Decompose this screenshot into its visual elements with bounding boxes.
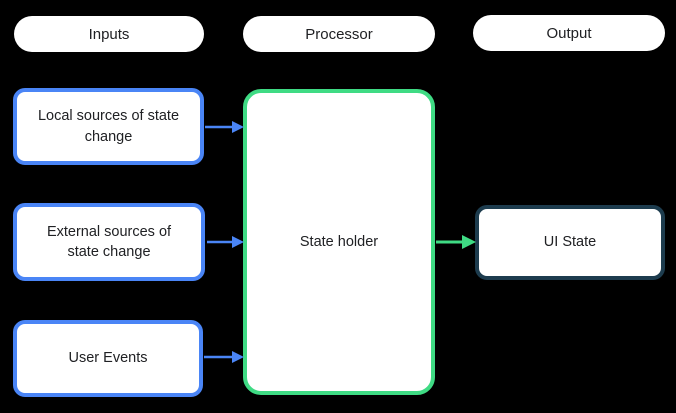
- arrow-state-holder-to-ui-state: [436, 235, 476, 249]
- arrow-external-sources-to-state-holder: [207, 236, 244, 248]
- node-state-holder: State holder: [243, 89, 435, 395]
- header-pill-processor: Processor: [243, 16, 435, 52]
- header-pill-output: Output: [473, 15, 665, 51]
- arrow-local-sources-to-state-holder: [205, 121, 244, 133]
- node-user-events: User Events: [13, 320, 203, 397]
- node-external-sources-of-state-change: External sources of state change: [13, 203, 205, 281]
- node-label-ui-state: UI State: [543, 234, 597, 251]
- node-ui-state: UI State: [475, 205, 665, 280]
- node-label-user-events: User Events: [68, 350, 148, 367]
- header-label-output: Output: [546, 24, 592, 42]
- header-label-inputs: Inputs: [88, 25, 130, 43]
- arrow-user-events-to-state-holder: [204, 351, 244, 363]
- node-local-sources-of-state-change: Local sources of state change: [13, 88, 204, 165]
- header-label-processor: Processor: [305, 25, 373, 43]
- node-label-external-sources: External sources of state change: [46, 223, 172, 260]
- arrow-head-icon: [462, 235, 476, 249]
- node-label-state-holder: State holder: [299, 233, 379, 250]
- node-label-local-sources: Local sources of state change: [37, 108, 180, 145]
- header-pill-inputs: Inputs: [14, 16, 204, 52]
